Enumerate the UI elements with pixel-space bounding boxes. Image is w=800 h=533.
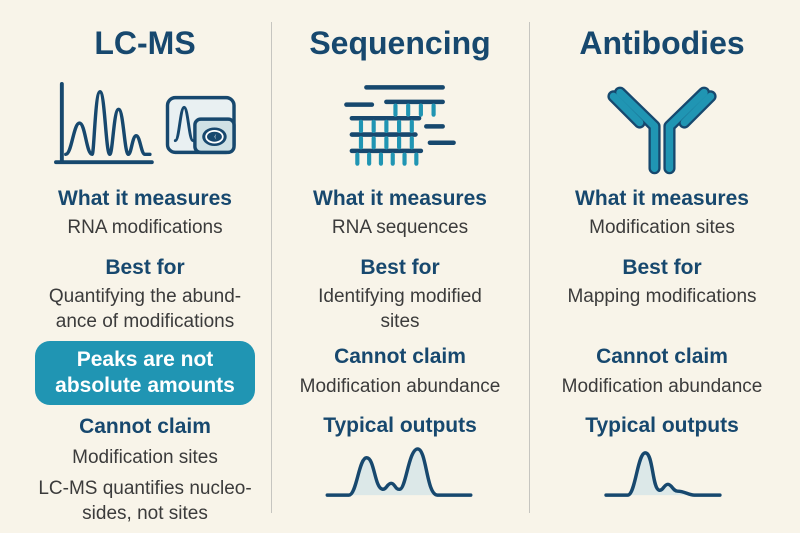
column-title: LC-MS	[94, 25, 196, 61]
best-for-heading: Best for	[622, 256, 702, 279]
antibody-icon-wrap	[529, 70, 795, 175]
cannot-claim-heading: Cannot claim	[596, 345, 728, 368]
cannot-claim-text: Modification abundance	[561, 376, 763, 397]
what-it-measures-text: Modification sites	[589, 217, 735, 238]
sequencing-icon-wrap	[271, 80, 529, 171]
text-line: Identifying modified	[318, 286, 482, 307]
text-line: LC-MS quantifies nucleo-	[38, 478, 252, 499]
column-antibodies: Antibodies What it measures Modification…	[529, 0, 795, 533]
column-title: Sequencing	[309, 25, 491, 61]
lcms-icon-group	[14, 80, 276, 170]
output-trace-wrap	[271, 444, 529, 501]
antibody-icon	[607, 86, 717, 175]
cannot-claim-heading: Cannot claim	[79, 415, 211, 438]
badge-line: absolute amounts	[55, 374, 235, 397]
what-it-measures-heading: What it measures	[58, 187, 232, 210]
cannot-claim-text: Modification sites	[72, 447, 218, 468]
what-it-measures-text: RNA sequences	[331, 217, 469, 238]
text-line: Quantifying the abund-	[48, 286, 242, 307]
best-for-text: Identifying modified sites	[271, 284, 529, 334]
text-line: sides, not sites	[82, 503, 208, 524]
two-peak-trace-icon	[325, 447, 473, 497]
badge-line: Peaks are not	[76, 348, 214, 371]
column-lcms: LC-MS What it measures RNA modificati	[14, 0, 276, 533]
caveat-badge: Peaks are not absolute amounts	[35, 341, 255, 405]
sequencing-reads-icon	[344, 85, 456, 166]
what-it-measures-heading: What it measures	[313, 187, 487, 210]
text-line: sites	[380, 311, 420, 332]
best-for-text: Quantifying the abund- ance of modificat…	[14, 284, 276, 334]
best-for-heading: Best for	[105, 256, 185, 279]
chromatogram-icon	[54, 81, 236, 165]
best-for-text: Mapping modifications	[529, 284, 795, 309]
column-divider	[271, 22, 272, 513]
output-trace-wrap	[529, 447, 795, 501]
caveat-badge-wrap: Peaks are not absolute amounts	[14, 341, 276, 405]
best-for-heading: Best for	[360, 256, 440, 279]
text-line: Mapping modifications	[567, 286, 757, 307]
single-peak-trace-icon	[604, 451, 722, 497]
typical-outputs-heading: Typical outputs	[323, 414, 477, 437]
typical-outputs-heading: Typical outputs	[585, 414, 739, 437]
footnote-text: LC-MS quantifies nucleo- sides, not site…	[14, 476, 276, 526]
what-it-measures-text: RNA modifications	[67, 217, 223, 238]
column-divider	[529, 22, 530, 513]
text-line: ance of modifications	[55, 311, 235, 332]
cannot-claim-text: Modification abundance	[299, 376, 501, 397]
what-it-measures-heading: What it measures	[575, 187, 749, 210]
mass-spectrometer-icon	[165, 95, 236, 155]
cannot-claim-heading: Cannot claim	[334, 345, 466, 368]
column-sequencing: Sequencing	[271, 0, 529, 533]
column-title: Antibodies	[579, 25, 745, 61]
